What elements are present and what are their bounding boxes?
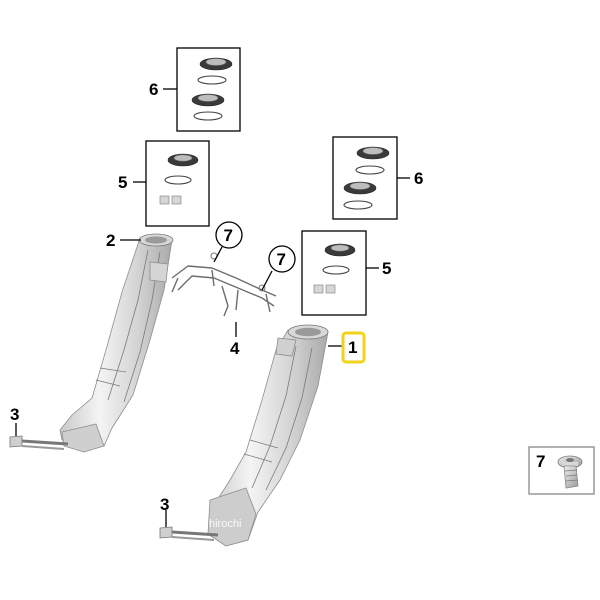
callout-2: 2: [106, 231, 115, 250]
callout-5-left: 5: [118, 173, 127, 192]
callout-6-left: 6: [149, 80, 158, 99]
left-bolt-assembly: [9, 435, 69, 450]
part-detail-box-7: [528, 446, 595, 495]
part-box-5-right: [301, 230, 367, 316]
callout-5-right: 5: [382, 259, 391, 278]
bottom-bolt-assembly: [159, 526, 219, 541]
callout-6-right: 6: [414, 169, 423, 188]
seal-set-5-left: [159, 153, 199, 205]
seal-set-6-right: [343, 146, 390, 210]
callout-4: 4: [230, 339, 240, 358]
callout-7-a-text: 7: [224, 226, 233, 245]
callout-3-bottom: 3: [160, 495, 169, 514]
part-box-5-left: [145, 140, 210, 227]
highlight-box: [341, 331, 366, 364]
callout-7-bracket-left: 7: [213, 221, 243, 263]
callout-7-bracket-right: 7: [261, 245, 296, 291]
left-fork-slider: [59, 233, 174, 453]
watermark-text: hirochi: [209, 518, 241, 530]
right-fork-slider: [207, 324, 329, 547]
callout-1-highlighted[interactable]: 1: [328, 331, 366, 364]
seal-set-5-right: [313, 243, 356, 294]
seal-set-6-left: [191, 57, 233, 121]
torx-bolt-icon: [557, 455, 583, 489]
callout-7-box: 7: [536, 452, 545, 471]
callout-7-b-text: 7: [277, 250, 286, 269]
brake-line-bracket: [171, 252, 277, 317]
callout-3-left: 3: [10, 405, 19, 424]
callout-1: 1: [348, 338, 357, 357]
